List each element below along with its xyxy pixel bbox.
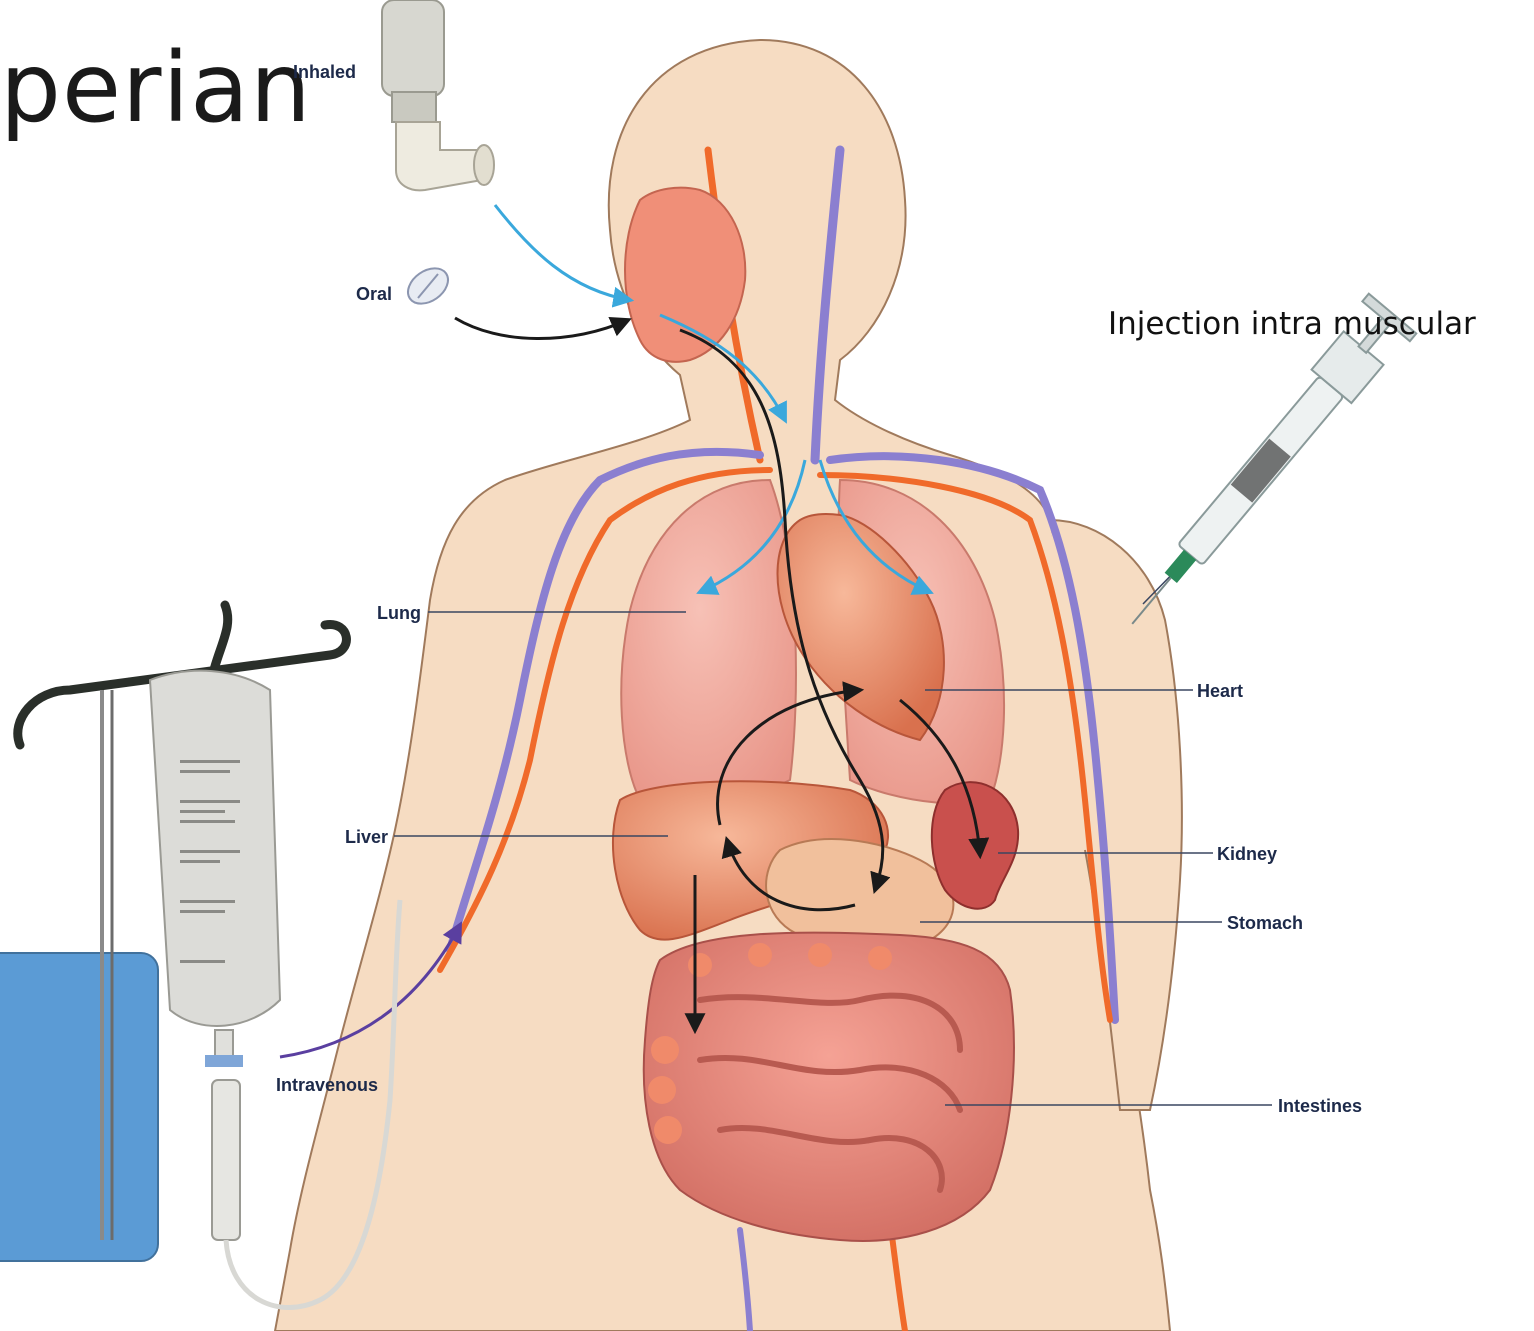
inhaler-icon [382, 0, 494, 190]
pill-icon [401, 261, 454, 311]
label-heart: Heart [1197, 681, 1243, 701]
label-kidney: Kidney [1217, 844, 1277, 864]
label-oral: Oral [356, 284, 392, 304]
oral-arrow [455, 318, 628, 339]
label-intestines: Intestines [1278, 1096, 1362, 1116]
label-injection: Injection intra muscular [1108, 306, 1476, 342]
label-intravenous: Intravenous [276, 1075, 378, 1095]
label-inhaled: Inhaled [293, 62, 356, 82]
label-lung: Lung [377, 603, 421, 623]
label-liver: Liver [345, 827, 388, 847]
label-stomach: Stomach [1227, 913, 1303, 933]
intestines-organ [644, 933, 1014, 1241]
